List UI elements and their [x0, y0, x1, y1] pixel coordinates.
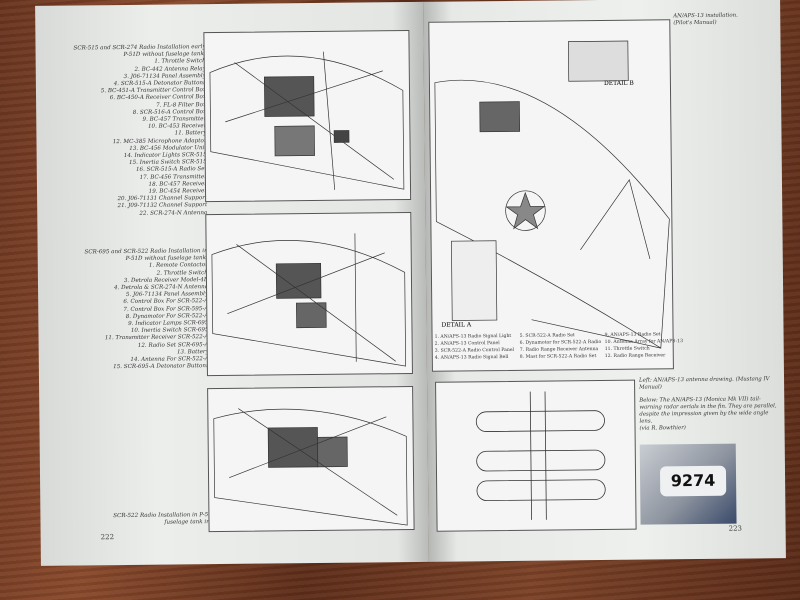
fuselage-diagram-1 — [209, 51, 405, 190]
caption-line: despite the impression given by the wide… — [639, 410, 769, 425]
caption-line: 15. SCR-695-A Detonator Buttons — [113, 363, 209, 371]
fuselage-diagram-2 — [211, 233, 407, 367]
caption-line: Manual) — [639, 384, 662, 391]
page-number-left: 222 — [100, 533, 115, 542]
figure2-caption: SCR-695 and SCR-522 Radio Installation i… — [68, 248, 209, 372]
left-page: SCR-515 and SCR-274 Radio Installation e… — [35, 1, 429, 566]
left-caption: Left: AN/APS-13 antenna drawing. (Mustan… — [639, 376, 779, 391]
figure-antenna-drawing — [435, 379, 637, 532]
figure1-caption: SCR-515 and SCR-274 Radio Installation e… — [66, 44, 208, 218]
aircraft-diagram — [434, 40, 670, 349]
figure-anaps13-installation — [428, 19, 674, 372]
figure-scr695-installation — [205, 211, 413, 377]
below-caption: Below: The AN/APS-13 (Monica Mk VII) tai… — [639, 396, 779, 432]
fuselage-diagram-3 — [213, 408, 408, 526]
caption-line: Left: AN/APS-13 antenna drawing. (Mustan… — [639, 376, 770, 384]
caption-line: 12. Radio Range Receiver — [604, 353, 666, 359]
header-caption: AN/APS-13 installation.(Pilot's Manual) — [673, 12, 773, 27]
page-number-right: 223 — [728, 524, 743, 533]
caption-line: (via R. Bowthier) — [639, 425, 686, 432]
open-book: SCR-515 and SCR-274 Radio Installation e… — [35, 0, 786, 566]
figure-scr522-installation — [207, 385, 415, 533]
photo-serial: 9274 — [659, 465, 727, 497]
caption-line: 22. SCR-274-N Antenna — [139, 209, 208, 217]
detail-a-label: DETAIL A — [441, 321, 472, 329]
detail-b-label: DETAIL B — [603, 79, 634, 87]
figure-scr515-installation — [203, 29, 412, 203]
antenna-drawing — [475, 391, 606, 520]
caption-line: 4. AN/APS-13 Radio Signal Bell — [434, 354, 509, 361]
caption-line: (Pilot's Manual) — [673, 19, 717, 27]
tail-photo: 9274 — [639, 443, 737, 525]
right-page: DETAIL B DETAIL A 1. AN/APS-13 Radio Sig… — [423, 0, 786, 562]
caption-line: 8. Mast for SCR-522-A Radio Set — [519, 354, 597, 360]
